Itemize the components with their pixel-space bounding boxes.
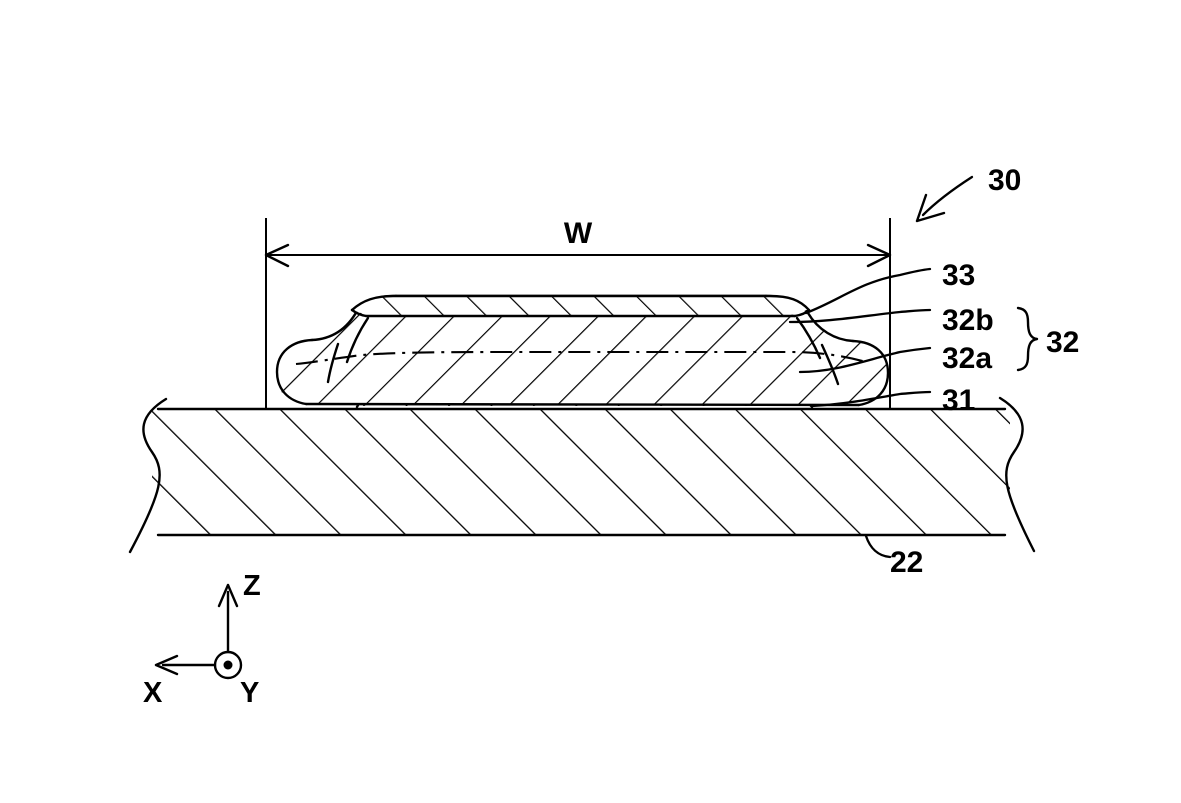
brace-group-32: 32 [1016, 306, 1079, 372]
reference-label-30: 30 [988, 164, 1021, 197]
layer-33-right-end [793, 308, 811, 318]
reference-label-31: 31 [942, 384, 975, 417]
coordinate-axes: Z X Y [143, 570, 261, 709]
leader-lines [788, 267, 932, 559]
pointer-30-line [921, 175, 974, 217]
substrate-22 [128, 396, 1036, 554]
leader-32a [798, 346, 932, 374]
layer-32-left-facet [326, 342, 340, 384]
layer-33-left-end [350, 308, 368, 318]
leader-31 [810, 390, 932, 408]
layer-33-top-edge [350, 294, 811, 312]
axis-label-z: Z [243, 570, 261, 602]
substrate-break-right [998, 396, 1036, 553]
axis-x-arrowhead [154, 654, 179, 676]
reference-label-32b: 32b [942, 304, 994, 337]
substrate-break-left [128, 397, 168, 554]
sublayer-boundary-32a-32b [295, 350, 867, 366]
leader-32b [788, 308, 932, 324]
reference-labels: 33 32b 32a 31 22 [890, 259, 994, 579]
brace-label-32: 32 [1046, 326, 1079, 359]
layer-33-left-facet [345, 316, 370, 364]
reference-label-32a: 32a [942, 342, 992, 375]
dimension-label-w: W [564, 217, 593, 250]
layer-33-hatch-fill [352, 296, 808, 316]
axis-z-arrowhead [217, 583, 239, 608]
leader-33 [804, 267, 932, 315]
dimension-arrowhead-right [866, 243, 892, 268]
pointer-30-arrowhead [915, 193, 946, 223]
brace-shape [1016, 306, 1039, 372]
layer-32-bottom-edge [304, 402, 861, 407]
reference-label-22: 22 [890, 546, 923, 579]
reference-label-33: 33 [942, 259, 975, 292]
layer-32-right-nose [851, 339, 890, 407]
axis-y-dot-icon [223, 660, 233, 670]
substrate-hatch-fill [152, 409, 1010, 535]
layer-32-left-nose [275, 338, 314, 406]
assembly-pointer-30: 30 [915, 164, 1021, 223]
leader-22 [864, 534, 892, 559]
axis-label-y: Y [240, 677, 259, 709]
layer-33 [350, 294, 811, 318]
layer-32-right-facet [820, 343, 840, 386]
axis-label-x: X [143, 677, 163, 709]
dimension-arrowhead-left [264, 243, 290, 268]
axis-y-circle-icon [213, 650, 243, 680]
